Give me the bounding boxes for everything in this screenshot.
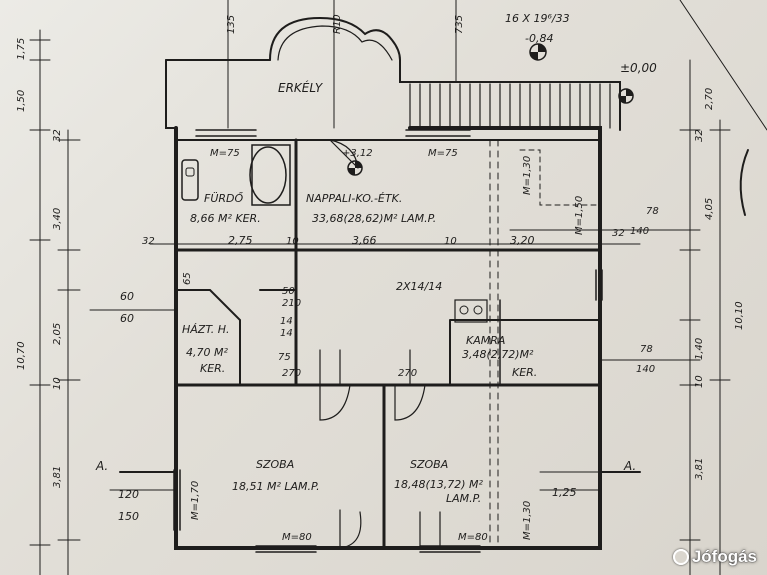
label-dim-78a: 78 (646, 206, 659, 217)
label-stairs-spec: 16 X 19⁶/33 (505, 12, 570, 25)
label-right-10: 10 (694, 375, 705, 388)
label-dim-65: 65 (182, 272, 193, 285)
label-dim-32a: 32 (142, 236, 155, 247)
label-dim-m150: M=1,50 (574, 196, 585, 235)
label-kamra-ker: KER. (512, 366, 537, 379)
label-dim-14b: 14 (280, 328, 293, 339)
label-furdo-name: FÜRDŐ (204, 191, 243, 205)
label-left-340: 3,40 (52, 208, 63, 230)
label-dim-14a: 14 (280, 316, 293, 327)
label-left-175: 1,75 (16, 38, 27, 60)
label-nappali-level: +3,12 (342, 148, 373, 159)
jofogas-logo-icon (672, 549, 689, 565)
label-nappali-area: 33,68(28,62)M² LAM.P. (312, 212, 436, 225)
label-dim-366: 3,66 (352, 234, 377, 247)
label-m-170: M=1,70 (190, 481, 201, 520)
label-kamra-area: 3,48(2,72)M² (462, 348, 534, 361)
label-dim-50: 50 (282, 286, 295, 297)
label-dim-10a: 10 (286, 236, 299, 247)
label-furdo-m: M=75 (210, 148, 240, 159)
label-right-381: 3,81 (694, 458, 705, 480)
label-top-dim-1: 135 (226, 15, 237, 34)
label-erkely: ERKÉLY (278, 80, 324, 95)
label-dim-270b: 270 (398, 368, 417, 379)
label-szoba2-name: SZOBA (410, 458, 448, 471)
label-hazt-ker: KER. (200, 362, 225, 375)
watermark-text: Jófogás (691, 547, 757, 566)
label-left-32: 32 (52, 129, 63, 142)
label-left-10: 10 (52, 377, 63, 390)
label-right-32: 32 (694, 129, 705, 142)
label-kamra-name: KAMRA (466, 334, 505, 347)
label-stairs-level2: -0,84 (525, 32, 553, 45)
label-dim-32b: 32 (612, 228, 625, 239)
label-dim-320: 3,20 (510, 234, 535, 247)
label-dim-120: 120 (118, 488, 139, 501)
label-m-80a: M=80 (282, 532, 312, 543)
label-kitchen-spec: 2X14/14 (396, 280, 442, 293)
label-section-a-right: A. (623, 459, 636, 473)
label-dim-75: 75 (278, 352, 291, 363)
label-dim-10b: 10 (444, 236, 457, 247)
label-right-1010: 10,10 (734, 301, 745, 330)
label-m-80b: M=80 (458, 532, 488, 543)
label-dim-210: 210 (282, 298, 301, 309)
label-hazt-name: HÁZT. H. (182, 323, 230, 336)
label-szoba2-lam: LAM.P. (446, 492, 481, 505)
label-right-270: 2,70 (704, 88, 715, 110)
label-dim-275: 2,75 (228, 234, 253, 247)
label-section-a-left: A. (95, 459, 108, 473)
label-dim-150: 150 (118, 510, 139, 523)
label-szoba1-area: 18,51 M² LAM.P. (232, 480, 320, 493)
label-dim-m130: M=1,30 (522, 156, 533, 195)
label-dim-60a: 60 (120, 290, 134, 303)
label-furdo-area: 8,66 M² KER. (190, 212, 261, 225)
label-stairs-level: ±0,00 (620, 61, 657, 75)
label-left-1070: 10,70 (16, 341, 27, 370)
label-right-405: 4,05 (704, 198, 715, 220)
label-nappali-name: NAPPALI-KO.-ÉTK. (306, 192, 402, 205)
label-dim-270a: 270 (282, 368, 301, 379)
label-dim-125: 1,25 (552, 486, 577, 499)
label-left-150: 1,50 (16, 90, 27, 112)
label-hazt-area: 4,70 M² (186, 346, 228, 359)
label-dim-60b: 60 (120, 312, 134, 325)
label-left-205: 2,05 (52, 323, 63, 345)
label-szoba2-area: 18,48(13,72) M² (394, 478, 484, 491)
label-top-dim-3: 735 (454, 15, 465, 34)
label-dim-140a: 140 (630, 226, 649, 237)
label-m-130b: M=1,30 (522, 501, 533, 540)
label-dim-78b: 78 (640, 344, 653, 355)
label-left-381: 3,81 (52, 466, 63, 488)
label-top-dim-2: R10 (332, 14, 343, 34)
label-dim-140b: 140 (636, 364, 655, 375)
watermark: Jófogás (672, 547, 757, 567)
label-right-140: 1,40 (694, 338, 705, 360)
label-nappali-m: M=75 (428, 148, 458, 159)
label-szoba1-name: SZOBA (256, 458, 294, 471)
